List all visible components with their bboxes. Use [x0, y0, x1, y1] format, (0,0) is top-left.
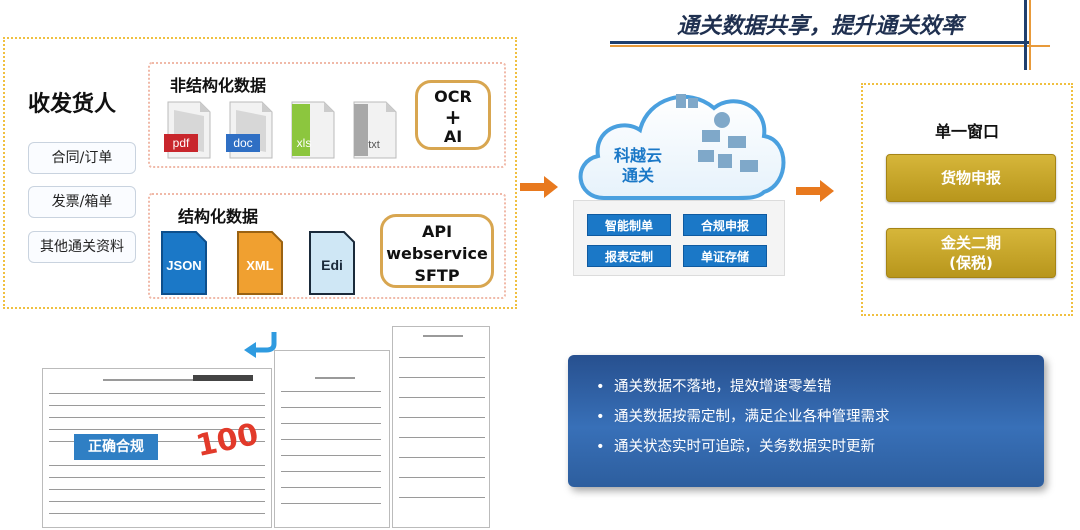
- svg-text:XML: XML: [246, 258, 274, 273]
- cloud-name-line2: 通关: [621, 166, 654, 185]
- benefit-item: •通关数据按需定制，满足企业各种管理需求: [596, 409, 890, 425]
- feature-compliant-declaration: 合规申报: [683, 214, 767, 236]
- svg-text:Edi: Edi: [321, 257, 343, 273]
- curved-arrow-icon: [244, 332, 277, 358]
- structured-title: 结构化数据: [178, 207, 259, 226]
- cloud-name-line1: 科越云: [613, 146, 662, 165]
- header-rule-accent: [610, 45, 1050, 47]
- feature-document-storage: 单证存储: [683, 245, 767, 267]
- svg-text:txt: txt: [368, 139, 380, 151]
- svg-text:xls: xls: [297, 136, 312, 150]
- golden-customs-label: 金关二期: [940, 234, 1001, 252]
- xml-file-icon: XML: [237, 231, 283, 295]
- single-window-title: 单一窗口: [934, 122, 999, 141]
- arrow-right-icon: [796, 180, 834, 202]
- benefit-item: •通关状态实时可追踪，关务数据实时更新: [596, 439, 875, 455]
- goods-declaration-button: 货物申报: [886, 154, 1056, 202]
- benefit-item: •通关数据不落地，提效增速零差错: [596, 379, 832, 395]
- invoice-document: [274, 350, 390, 528]
- edi-file-icon: Edi: [309, 231, 355, 295]
- arrow-right-icon: [520, 176, 558, 198]
- benefit-text: 通关状态实时可追踪，关务数据实时更新: [614, 439, 875, 455]
- api-channels-box: API webservice SFTP: [380, 214, 494, 288]
- cloud-icon: [578, 94, 786, 200]
- pdf-file-icon: pdf: [164, 101, 211, 159]
- doc-item-contract: 合同/订单: [28, 142, 136, 174]
- header-vertical-rule: [1024, 0, 1027, 70]
- unstructured-file-icons: pdf doc xls txt: [164, 101, 397, 159]
- xls-file-icon: xls: [291, 101, 335, 159]
- feature-custom-reports: 报表定制: [587, 245, 671, 267]
- header-rule: [610, 41, 1030, 44]
- svg-text:pdf: pdf: [173, 136, 190, 150]
- structured-file-icons: JSON XML Edi: [161, 231, 355, 295]
- api-label: API: [421, 222, 453, 241]
- golden-customs-button: 金关二期 (保税): [886, 228, 1056, 278]
- ocr-ai-box: OCR + AI: [415, 80, 491, 150]
- benefits-box: •通关数据不落地，提效增速零差错 •通关数据按需定制，满足企业各种管理需求 •通…: [568, 355, 1044, 487]
- unstructured-title: 非结构化数据: [170, 76, 267, 95]
- packing-list-document: [392, 326, 490, 528]
- cloud-name: 科越云 通关: [598, 146, 678, 186]
- sftp-label: SFTP: [414, 266, 460, 285]
- benefit-text: 通关数据按需定制，满足企业各种管理需求: [614, 409, 890, 425]
- json-file-icon: JSON: [161, 231, 207, 295]
- webservice-label: webservice: [386, 244, 488, 263]
- shipper-panel: [3, 37, 517, 309]
- ai-label: AI: [443, 127, 463, 146]
- txt-file-icon: txt: [353, 101, 397, 159]
- header-vertical-rule-accent: [1029, 0, 1031, 70]
- header-title: 通关数据共享，提升通关效率: [676, 14, 963, 39]
- compliant-badge: 正确合规: [74, 434, 158, 460]
- benefit-text: 通关数据不落地，提效增速零差错: [614, 379, 832, 395]
- svg-text:doc: doc: [233, 136, 252, 150]
- single-window-panel: [861, 83, 1073, 316]
- unstructured-data-box: [148, 62, 506, 168]
- ocr-label: OCR: [434, 87, 472, 106]
- doc-file-icon: doc: [226, 101, 273, 159]
- plus-label: +: [444, 105, 462, 129]
- feature-smart-docs: 智能制单: [587, 214, 671, 236]
- bonded-label: (保税): [949, 254, 993, 272]
- svg-text:JSON: JSON: [166, 258, 201, 273]
- structured-data-box: [148, 193, 506, 299]
- doc-item-other: 其他通关资料: [28, 231, 136, 263]
- doc-item-invoice: 发票/箱单: [28, 186, 136, 218]
- shipper-title: 收发货人: [28, 92, 117, 117]
